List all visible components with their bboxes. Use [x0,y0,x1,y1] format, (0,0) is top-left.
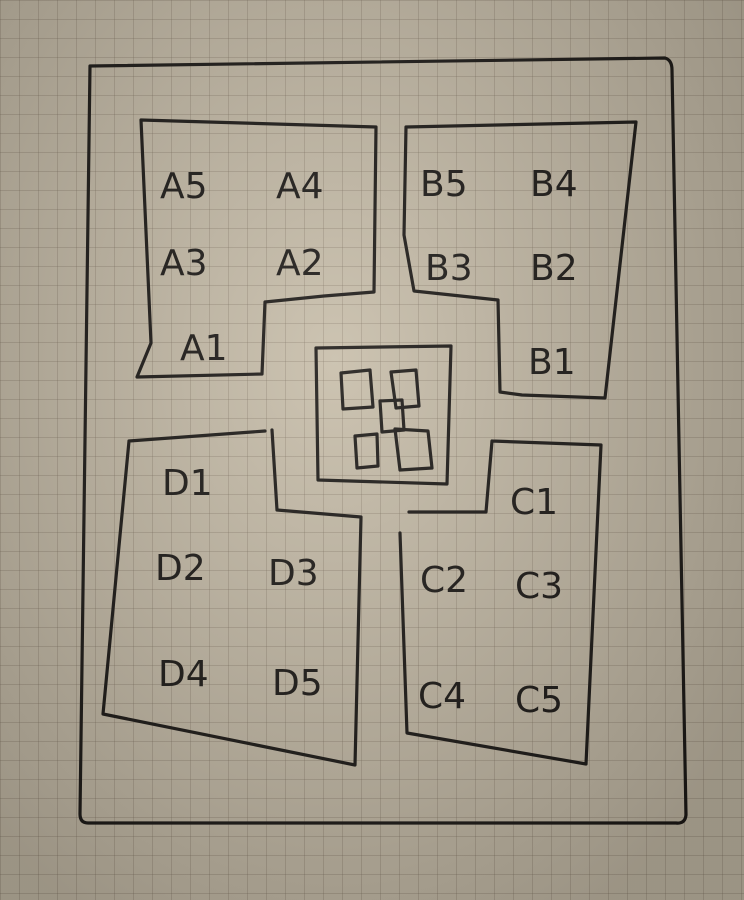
label-b1: B1 [528,342,576,383]
label-a1: A1 [180,328,228,369]
label-b4: B4 [530,164,578,205]
label-c5: C5 [515,680,563,721]
label-d3: D3 [268,553,319,594]
zone-d-outline [101,428,363,767]
label-b2: B2 [530,248,578,289]
center-box-1 [339,368,375,411]
label-a4: A4 [276,166,324,207]
label-c4: C4 [418,676,466,717]
zone-c-outline [398,439,603,766]
center-box-2 [389,368,421,410]
label-c2: C2 [420,560,468,601]
label-a5: A5 [160,166,208,207]
label-d5: D5 [272,663,323,704]
zone-a-outline [135,118,378,379]
center-room-outline [314,344,453,486]
center-box-5 [393,427,434,472]
label-d4: D4 [158,654,209,695]
label-b5: B5 [420,164,468,205]
label-a2: A2 [276,243,324,284]
label-c3: C3 [515,566,563,607]
zone-b-outline [402,120,638,400]
center-box-3 [378,398,406,434]
outer-boundary [78,56,688,825]
label-c1: C1 [510,482,558,523]
label-a3: A3 [160,243,208,284]
label-d2: D2 [155,548,206,589]
label-b3: B3 [425,248,473,289]
label-d1: D1 [162,463,213,504]
center-box-4 [353,432,380,470]
